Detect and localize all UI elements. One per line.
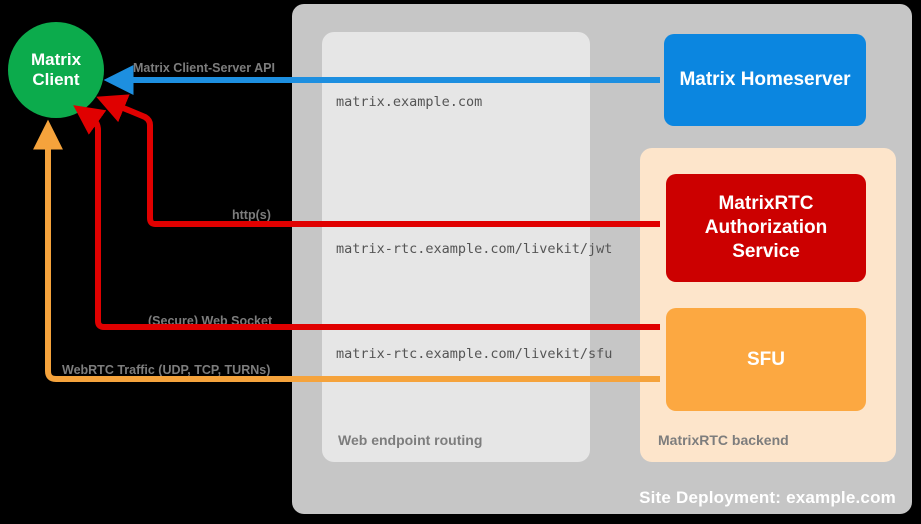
endpoint-livekit-sfu: matrix-rtc.example.com/livekit/sfu [336,346,613,362]
matrix-client-node: Matrix Client [8,22,104,118]
matrix-homeserver-node: Matrix Homeserver [664,34,866,126]
auth-service-label-line3: Service [732,240,800,262]
connection-label-client-server-api: Matrix Client-Server API [133,61,275,75]
web-endpoint-routing-label: Web endpoint routing [338,432,483,448]
connection-label-webrtc-traffic: WebRTC Traffic (UDP, TCP, TURNs) [62,363,271,377]
matrix-client-label-line2: Client [32,70,80,89]
web-endpoint-routing-panel: matrix.example.com matrix-rtc.example.co… [322,32,612,462]
connection-label-https: http(s) [232,208,271,222]
endpoint-matrix: matrix.example.com [336,94,483,110]
sfu-label: SFU [747,348,785,370]
auth-service-label-line2: Authorization [704,217,828,239]
matrixrtc-backend-label: MatrixRTC backend [658,432,789,448]
matrixrtc-authorization-service-node: MatrixRTC Authorization Service [666,174,866,282]
site-deployment-label: Site Deployment: example.com [639,488,896,507]
sfu-node: SFU [666,308,866,411]
auth-service-label-line1: MatrixRTC [718,193,814,215]
matrix-client-label-line1: Matrix [30,49,82,69]
endpoint-livekit-jwt: matrix-rtc.example.com/livekit/jwt [336,241,613,257]
connection-label-websocket: (Secure) Web Socket [148,314,273,328]
matrix-homeserver-label: Matrix Homeserver [679,69,851,91]
